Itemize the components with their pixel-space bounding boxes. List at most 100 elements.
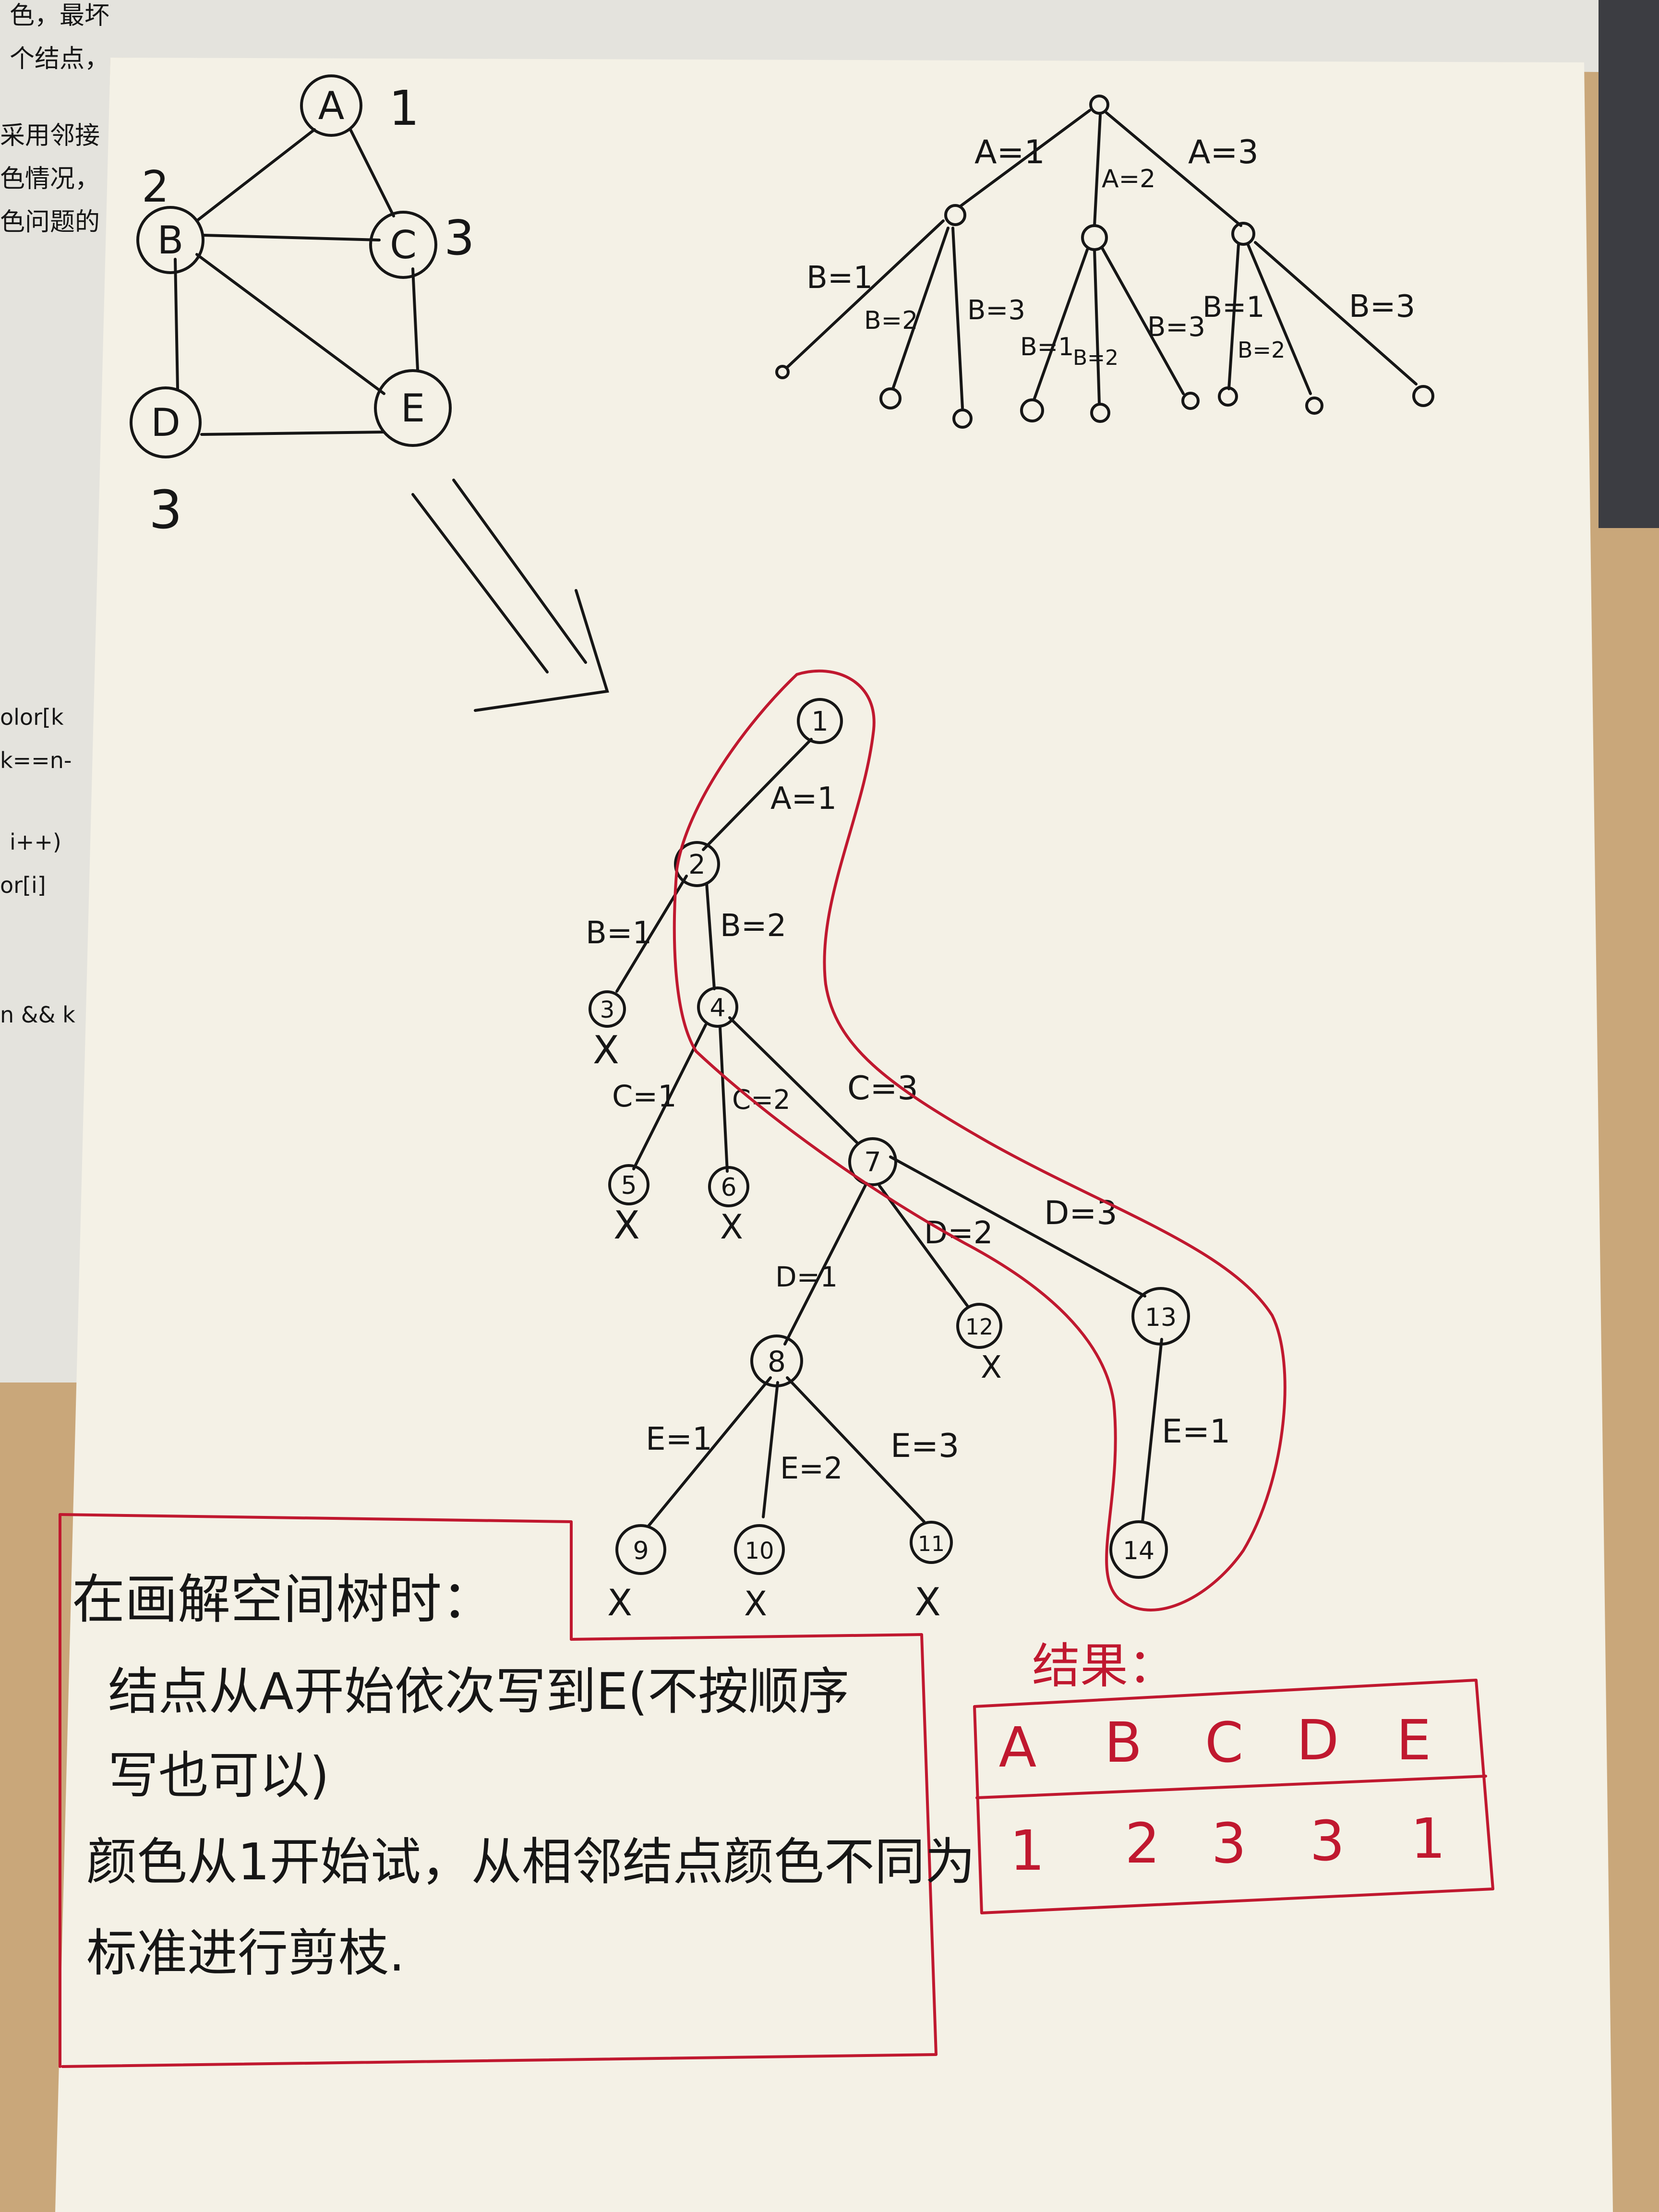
solution-path-highlight <box>673 669 1286 1611</box>
book-line: 个结点， <box>10 45 109 73</box>
note-line: 结点从A开始依次写到E(不按顺序 <box>108 1662 849 1721</box>
graph-node-a <box>300 74 362 137</box>
tree-edge-label: A=3 <box>1188 133 1259 171</box>
solution-node-number: 6 <box>721 1173 736 1202</box>
tree-edge <box>959 109 1091 208</box>
tree-edge <box>1100 246 1185 395</box>
solution-node-6 <box>708 1166 749 1207</box>
solution-node-number: 13 <box>1145 1303 1177 1332</box>
solution-edge-label: B=2 <box>720 908 786 944</box>
result-header-d: D <box>1297 1708 1339 1773</box>
graph-node-d <box>130 386 202 458</box>
tree-edge-label: A=1 <box>974 133 1045 171</box>
result-value-c: 3 <box>1211 1812 1246 1876</box>
solution-node-1 <box>797 698 843 744</box>
tree-node <box>1181 392 1200 410</box>
graph-node-e-label: E <box>401 386 425 431</box>
solution-node-number: 1 <box>811 706 829 737</box>
tree-node <box>1231 222 1255 246</box>
solution-node-number: 4 <box>709 994 725 1022</box>
pruned-mark: X <box>593 1028 619 1072</box>
solution-edge-label: C=1 <box>612 1079 677 1114</box>
graph-edge <box>195 253 385 395</box>
solution-node-2 <box>674 841 720 887</box>
arrow-head <box>474 589 609 712</box>
solution-edge <box>762 1381 779 1518</box>
tree-node <box>1089 95 1109 115</box>
solution-space-tree: 1 2 3 4 5 6 7 8 9 10 11 12 13 14 A=1 B=1… <box>586 698 1230 1624</box>
solution-node-9 <box>615 1524 666 1575</box>
note-title: 在画解空间树时： <box>72 1569 494 1630</box>
solution-edge <box>728 1016 858 1144</box>
solution-node-number: 2 <box>688 849 706 880</box>
pruned-mark: X <box>720 1207 743 1247</box>
tree-edge-label: B=3 <box>967 295 1025 326</box>
solution-edge <box>647 1376 772 1528</box>
solution-node-7 <box>848 1137 897 1186</box>
tree-edge <box>1105 111 1242 227</box>
graph-node-e <box>374 369 452 447</box>
notebook-sheet <box>55 58 1613 2212</box>
book-line: 色，最坏 <box>10 1 109 30</box>
graph-color-d: 3 <box>149 479 182 541</box>
result-header-a: A <box>999 1716 1037 1780</box>
graph-node-c <box>369 211 437 279</box>
tree-edge-label: B=2 <box>1073 346 1118 370</box>
graph-node-b-label: B <box>157 218 184 263</box>
graph-color-c: 3 <box>444 210 475 266</box>
result-header-e: E <box>1396 1708 1431 1773</box>
tree-edge <box>1093 114 1102 227</box>
pruned-mark: X <box>607 1581 632 1624</box>
tree-edge <box>1247 243 1312 395</box>
solution-edge <box>889 1155 1146 1298</box>
graph-color-b: 2 <box>142 162 169 212</box>
solution-edge-label: E=2 <box>780 1451 843 1486</box>
graph-edge <box>203 234 381 241</box>
graph-edge <box>195 128 316 222</box>
result-table: 结果： A B C D E 1 2 3 3 1 <box>973 1638 1494 1914</box>
solution-edge <box>702 738 813 851</box>
note-box-outer-border <box>61 1633 938 2068</box>
pruned-mark: X <box>744 1584 767 1623</box>
graph-edge <box>411 267 419 371</box>
solution-edge-label: B=1 <box>586 915 652 951</box>
book-code-line: k==n- <box>0 747 72 773</box>
tree-edge-label: B=2 <box>864 306 918 335</box>
tree-edge <box>786 219 945 369</box>
book-page-text: 色，最坏 个结点， 采用邻接 色情况， 色问题的 olor[k k==n- i+… <box>0 1 109 1028</box>
tree-edge <box>1033 248 1089 400</box>
solution-edge-label: D=3 <box>1044 1194 1118 1232</box>
tree-edge-label: A=2 <box>1102 165 1155 193</box>
book-code-line: i++) <box>10 829 61 855</box>
solution-edge-label: E=1 <box>646 1420 712 1457</box>
solution-node-14 <box>1109 1520 1168 1579</box>
pruned-mark: X <box>613 1203 640 1248</box>
solution-edge <box>705 882 716 990</box>
tree-edge-label: B=2 <box>1238 337 1285 363</box>
tree-edge <box>1254 241 1418 385</box>
pruned-mark: X <box>981 1350 1002 1385</box>
tree-edge-label: B=1 <box>806 260 873 296</box>
graph-node-d-label: D <box>151 400 180 445</box>
note-line: 写也可以) <box>108 1746 329 1805</box>
tree-edge-label: B=1 <box>1202 290 1265 324</box>
result-title: 结果： <box>1032 1638 1176 1694</box>
tree-edge <box>891 227 950 390</box>
graph-node-c-label: C <box>390 223 417 267</box>
pen <box>1599 0 1659 528</box>
graph: A B C D E 1 2 3 3 <box>130 74 475 541</box>
note-line: 标准进行剪枝. <box>86 1924 405 1983</box>
note-line: 颜色从1开始试，从相邻结点颜色不同为 <box>86 1833 975 1891</box>
solution-edge-label: D=1 <box>775 1261 838 1293</box>
solution-node-5 <box>608 1164 649 1205</box>
solution-edge-label: E=1 <box>1162 1413 1230 1451</box>
tree-edge <box>1227 243 1240 390</box>
result-value-b: 2 <box>1125 1812 1160 1876</box>
solution-edge <box>878 1184 969 1307</box>
solution-node-number: 5 <box>621 1171 637 1200</box>
tree-node <box>952 409 973 429</box>
graph-edge <box>174 258 179 390</box>
graph-node-a-label: A <box>318 84 345 128</box>
graph-color-a: 1 <box>389 80 420 136</box>
tree-edge <box>951 227 964 409</box>
